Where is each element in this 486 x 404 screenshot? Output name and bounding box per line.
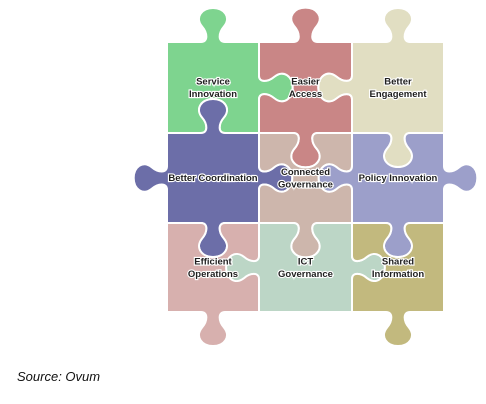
piece-label-line: Engagement xyxy=(369,88,427,99)
piece-label-line: Shared xyxy=(382,256,414,267)
piece-label-line: Better Coordination xyxy=(168,173,257,184)
piece-label-line: Efficient xyxy=(194,256,232,267)
piece-label-line: Governance xyxy=(278,179,333,190)
piece-label-line: Easier xyxy=(291,76,320,87)
piece-label-line: Operations xyxy=(188,268,238,279)
piece-label-line: Policy Innovation xyxy=(359,173,438,184)
piece-label-policy-innovation: Policy Innovation xyxy=(359,173,438,184)
source-caption: Source: Ovum xyxy=(17,369,101,384)
piece-label-better-coordination: Better Coordination xyxy=(168,173,257,184)
piece-label-line: Connected xyxy=(281,166,330,177)
piece-label-line: Access xyxy=(289,88,322,99)
puzzle-piece-shared-information xyxy=(351,222,445,347)
piece-label-line: Service xyxy=(196,76,230,87)
piece-label-line: Innovation xyxy=(189,88,237,99)
piece-label-line: Governance xyxy=(278,268,333,279)
piece-label-line: Better xyxy=(384,76,412,87)
piece-label-line: Information xyxy=(372,268,424,279)
piece-label-line: ICT xyxy=(298,256,314,267)
